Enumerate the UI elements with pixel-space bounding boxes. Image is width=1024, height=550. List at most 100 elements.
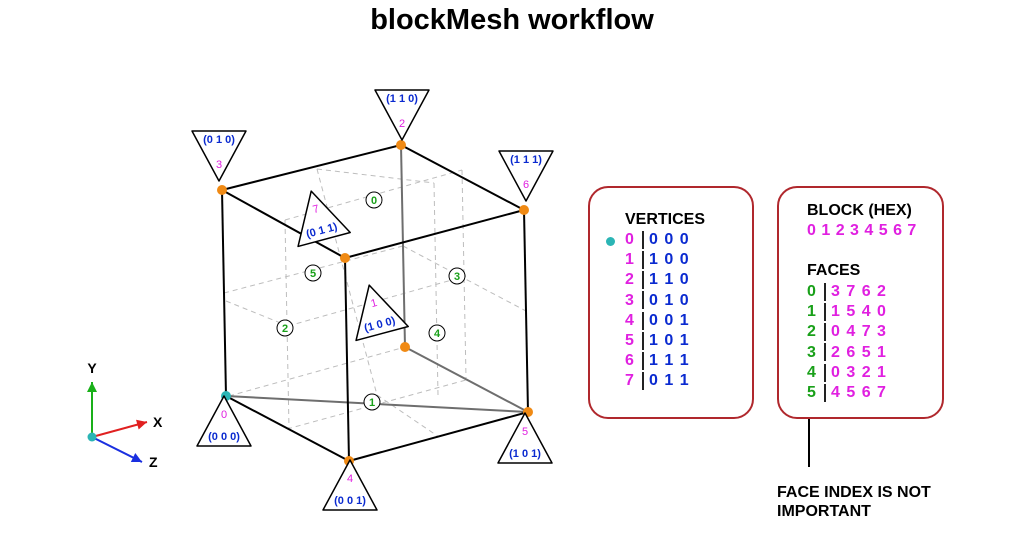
row-value: 1 0 1	[649, 331, 690, 349]
label-triangle	[297, 190, 351, 248]
x-axis-arrow	[136, 419, 147, 430]
label-triangle	[355, 284, 409, 342]
separator	[642, 351, 644, 370]
row-value: 1 1 1	[649, 352, 690, 370]
face-marker-label: 4	[434, 328, 441, 340]
cube-edge	[523, 209, 529, 413]
vertex-coords: (0 1 0)	[203, 134, 235, 146]
vertex-coords: (1 0 1)	[509, 448, 541, 460]
grid-line	[461, 169, 467, 379]
row-value: 0 0 0	[649, 231, 690, 248]
separator	[642, 271, 644, 290]
row-value: 0 1 0	[649, 291, 690, 309]
separator	[642, 291, 644, 310]
row-index: 4	[807, 363, 816, 381]
z-axis-label: Z	[149, 454, 158, 470]
row-index: 5	[807, 383, 816, 401]
hidden-edge	[404, 346, 529, 413]
axes-origin	[87, 432, 97, 442]
cube-edge	[221, 144, 402, 191]
vertex-label-3: (0 1 0) 3	[191, 130, 247, 182]
face-marker-label: 3	[454, 271, 460, 283]
row-index: 2	[807, 323, 816, 341]
face-marker-label: 1	[369, 397, 375, 409]
vertex-index: 0	[221, 409, 227, 421]
cube-edge	[344, 209, 525, 259]
block-heading: BLOCK (HEX)	[807, 202, 912, 219]
vertex-dot	[340, 253, 350, 263]
vertex-index: 3	[216, 159, 222, 171]
label-triangle	[196, 395, 252, 447]
page-title: blockMesh workflow	[370, 4, 654, 36]
row-value: 0 0 1	[649, 311, 690, 329]
row-index: 4	[625, 311, 634, 329]
row-index: 5	[625, 331, 634, 349]
separator	[642, 372, 644, 391]
row-index: 3	[807, 343, 816, 361]
row-value: 1 1 0	[649, 271, 690, 289]
vertex-coords: (1 1 1)	[510, 154, 542, 166]
vertex-coords: (0 0 1)	[334, 495, 366, 507]
label-triangle	[498, 150, 554, 202]
vertex-label-2: (1 1 0)2	[374, 89, 430, 141]
row-value: 0 4 7 3	[831, 323, 887, 341]
face-marker	[276, 319, 294, 337]
row-index: 1	[625, 251, 634, 269]
row-index: 1	[807, 303, 816, 321]
row-value: 0 3 2 1	[831, 363, 887, 381]
separator	[642, 250, 644, 269]
grid-line	[376, 394, 440, 438]
row-value: 3 7 6 2	[831, 283, 887, 300]
grid-line	[316, 168, 435, 184]
vertex-row: 4 0 0 1	[625, 311, 690, 331]
face-marker	[428, 324, 446, 342]
vertex-dot	[519, 205, 529, 215]
grid-line	[284, 219, 290, 430]
vertex-coords: (0 0 0)	[208, 431, 240, 443]
row-value: 2 6 5 1	[831, 343, 887, 361]
face-row: 4 0 3 2 1	[807, 363, 887, 383]
grid-line	[225, 300, 289, 327]
y-axis-label: Y	[87, 360, 97, 376]
face-marker-label: 2	[282, 323, 288, 335]
vertex-dot	[396, 140, 406, 150]
label-triangle	[322, 459, 378, 511]
label-triangle	[191, 130, 247, 182]
separator	[824, 363, 826, 382]
row-value: 1 0 0	[649, 251, 690, 269]
label-triangle	[374, 89, 430, 141]
vertex-row: 1 1 0 0	[625, 250, 690, 270]
face-row: 3 2 6 5 1	[807, 343, 887, 363]
separator	[824, 343, 826, 362]
vertex-label-0: (0 0 0) 0	[196, 395, 252, 447]
z-axis-arrow	[130, 453, 142, 462]
vertex-label-4: (0 0 1)4	[322, 459, 378, 511]
grid-line	[228, 346, 406, 397]
separator	[642, 230, 644, 249]
label-triangle	[497, 412, 553, 464]
vertex-dot	[217, 185, 227, 195]
row-value: 0 1 1	[649, 372, 690, 390]
vertex-row: 0 0 0 0	[625, 230, 690, 250]
block-order: 0 1 2 3 4 5 6 7	[807, 222, 917, 239]
vertex-label-1: (1 0 0)1	[355, 284, 409, 342]
note-text: FACE INDEX IS NOT IMPORTANT	[777, 484, 931, 520]
vertex-index: 7	[312, 203, 321, 216]
cube-edge	[348, 411, 529, 462]
separator	[824, 383, 826, 402]
vertex-index: 1	[370, 297, 379, 310]
separator	[642, 331, 644, 350]
vertex-label-7: (0 1 1)7	[297, 190, 351, 248]
face-marker	[363, 393, 381, 411]
row-value: 4 5 6 7	[831, 383, 887, 401]
row-index: 0	[625, 231, 634, 248]
